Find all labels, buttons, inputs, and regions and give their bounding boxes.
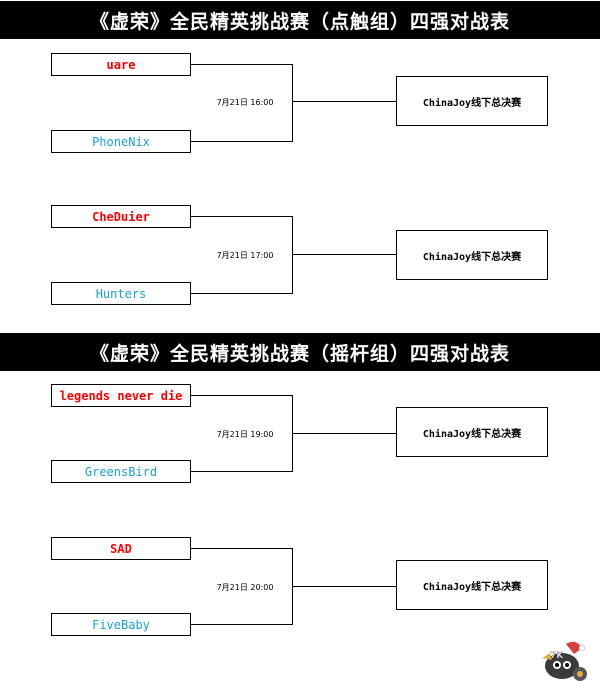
svg-text:7K: 7K	[550, 651, 564, 661]
bracket-line	[292, 586, 396, 587]
match-time: 7月21日 16:00	[216, 98, 274, 107]
bracket-line	[191, 624, 293, 625]
team-slot-top: uare	[51, 53, 191, 76]
bracket-line	[292, 216, 293, 294]
team-slot-top: SAD	[51, 537, 191, 560]
bracket-line	[191, 471, 293, 472]
bracket-line	[191, 548, 293, 549]
bracket-line	[292, 64, 293, 142]
final-slot: ChinaJoy线下总决赛	[396, 230, 548, 280]
bracket-line	[292, 433, 396, 434]
bracket-line	[191, 216, 293, 217]
bracket-line	[191, 141, 293, 142]
match-time: 7月21日 20:00	[216, 583, 274, 592]
bracket-line	[191, 64, 293, 65]
team-slot-top: CheDuier	[51, 205, 191, 228]
final-slot: ChinaJoy线下总决赛	[396, 560, 548, 610]
match-time: 7月21日 17:00	[216, 251, 274, 260]
final-slot: ChinaJoy线下总决赛	[396, 76, 548, 126]
team-slot-bottom: FiveBaby	[51, 613, 191, 636]
match-time: 7月21日 19:00	[216, 430, 274, 439]
bracket-line	[191, 293, 293, 294]
bracket-line	[292, 101, 396, 102]
watermark-logo-icon: 7K	[542, 641, 587, 681]
final-slot: ChinaJoy线下总决赛	[396, 407, 548, 457]
bracket-line	[191, 395, 293, 396]
bracket-title-touch: 《虚荣》全民精英挑战赛（点触组）四强对战表	[0, 1, 600, 39]
team-slot-bottom: PhoneNix	[51, 130, 191, 153]
team-slot-bottom: Hunters	[51, 282, 191, 305]
bracket-title-joystick: 《虚荣》全民精英挑战赛（摇杆组）四强对战表	[0, 333, 600, 371]
bracket-line	[292, 254, 396, 255]
team-slot-top: legends never die	[51, 384, 191, 407]
team-slot-bottom: GreensBird	[51, 460, 191, 483]
